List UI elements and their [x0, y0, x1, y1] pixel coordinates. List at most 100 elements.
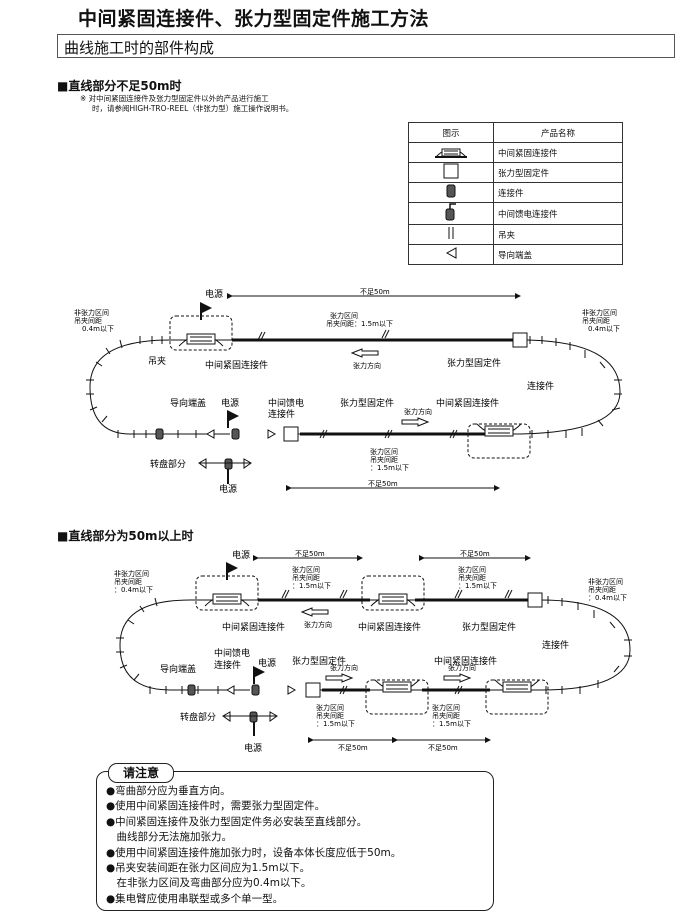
label: 吊夹间距	[588, 585, 616, 594]
tension-fixer-bottom	[283, 426, 299, 442]
caution-item: ●吊夹安装间距在张力区间应为1.5m以下。	[106, 862, 311, 875]
label: 张力区间	[292, 565, 320, 574]
label: 连接件	[214, 659, 241, 671]
label: 吊夹间距	[458, 573, 486, 582]
center-joint-frame-top-a	[195, 575, 259, 611]
label: 吊夹间距	[370, 455, 398, 464]
caution-item: ●弯曲部分应为垂直方向。	[106, 785, 231, 797]
legend-header-icon: 图示	[408, 122, 494, 143]
tension-dir-bottom-arrow-a	[325, 673, 354, 683]
end-cap-icon	[445, 247, 457, 259]
label: 张力型固定件	[292, 655, 346, 667]
label: 非张力区间	[114, 569, 149, 578]
label: 非张力区间	[582, 308, 617, 317]
label: 电源	[219, 483, 237, 495]
label: 不足50m	[460, 550, 490, 558]
caution-item: 曲线部分无法施加张力。	[106, 831, 232, 844]
connector-marks	[187, 684, 260, 723]
diagram-short-straight: 电源 电源 电源 非张力区间 吊夹间距 0.4m以下 非张力区间 吊夹间距 0.…	[74, 288, 622, 495]
tension-fixer-top	[527, 592, 543, 608]
legend-icon-cell	[408, 244, 494, 265]
center-joint-top-a	[204, 593, 250, 607]
caution-item: 在非张力区间及弯曲部分应为0.4m以下。	[106, 877, 312, 890]
connector-marks	[155, 428, 240, 470]
label: 张力方向	[448, 663, 476, 672]
tension-fixer-bottom	[305, 682, 321, 698]
legend-icon-cell	[408, 202, 494, 225]
label: ：1.5m以下	[370, 464, 409, 472]
label: 转盘部分	[150, 458, 186, 470]
diagram-long-straight: 电源 电源 电源 非张力区间 吊夹间距 ：0.4m以下 非张力区间 吊夹间距 ：…	[114, 549, 632, 754]
legend-name: 连接件	[493, 182, 623, 203]
power-top-icon	[227, 568, 236, 580]
label: 张力区间	[370, 447, 398, 456]
center-joint-frame-top-b	[361, 575, 425, 611]
label: 张力区间	[432, 703, 460, 712]
label: 非张力区间	[74, 308, 109, 317]
label: 吊夹间距	[582, 316, 610, 325]
label: 导向端盖	[170, 397, 206, 409]
label: 张力区间	[330, 311, 358, 320]
center-joint-frame-bottom-b	[485, 679, 549, 715]
power-top-icon	[201, 308, 210, 320]
center-joint-frame-bottom-a	[365, 679, 429, 715]
label: 中间馈电	[268, 397, 304, 409]
legend-icon-cell	[408, 142, 494, 163]
legend-name: 中间馈电连接件	[493, 202, 623, 225]
label: 不足50m	[368, 480, 398, 488]
label: 张力方向	[353, 361, 381, 370]
label: ：1.5m以下	[316, 720, 355, 728]
tension-dir-top-arrow	[350, 348, 379, 358]
label: 不足50m	[428, 744, 458, 752]
label: 连接件	[542, 639, 569, 651]
caution-item: ●使用中间紧固连接件施加张力时，设备本体长度应低于50m。	[106, 846, 402, 859]
caution-box	[96, 771, 494, 911]
end-cap-marks	[198, 429, 277, 469]
label: 张力型固定件	[340, 397, 394, 409]
label: 吊夹间距：1.5m以下	[326, 319, 393, 328]
page-title: 中间紧固连接件、张力型固定件施工方法	[78, 8, 430, 30]
label: 张力型固定件	[462, 621, 516, 633]
label: ：0.4m以下	[114, 586, 153, 594]
label: 中间馈电	[214, 647, 250, 659]
label: 吊夹间距	[432, 711, 460, 720]
label: ：1.5m以下	[432, 720, 471, 728]
label: 连接件	[527, 380, 554, 392]
label: 电源	[244, 742, 262, 754]
label: 转盘部分	[180, 711, 216, 723]
note-line-1: ※ 对中间紧固连接件及张力型固定件以外的产品进行施工	[80, 94, 269, 103]
center-joint-frame-top	[169, 315, 233, 351]
label: 电源	[205, 288, 223, 300]
power-mid-icon	[254, 672, 263, 684]
hanger-marks	[116, 589, 632, 695]
label: 中间紧固连接件	[222, 621, 285, 633]
legend-icon-cell	[408, 224, 494, 245]
label: 不足50m	[360, 288, 390, 296]
tension-fixer-icon	[443, 163, 459, 179]
caution-item: ●集电臂应使用串联型或多个单一型。	[106, 892, 284, 905]
label: 张力型固定件	[447, 357, 501, 369]
connector-icon	[446, 184, 456, 198]
legend-name: 导向端盖	[493, 244, 623, 265]
label: 中间紧固连接件	[434, 655, 497, 667]
legend-name: 吊夹	[493, 224, 623, 245]
label: 吊夹	[148, 355, 166, 367]
tension-fixer-top	[512, 332, 528, 348]
label: 0.4m以下	[82, 325, 114, 333]
legend-table: 图示 产品名称 中间紧固连接件 张力型固定件 连接件 中间馈电连接件	[408, 122, 623, 265]
label: 电源	[258, 657, 276, 669]
tension-dir-top-arrow	[300, 607, 329, 617]
caution-item: ●使用中间紧固连接件时，需要张力型固定件。	[106, 800, 326, 813]
label: 非张力区间	[588, 577, 623, 586]
hanger-marks	[86, 329, 622, 439]
legend-name: 张力型固定件	[493, 162, 623, 183]
section2-heading: ■直线部分为50m以上时	[57, 529, 194, 543]
label: 张力方向	[304, 620, 332, 629]
label: 电源	[232, 549, 250, 561]
label: ：1.5m以下	[292, 582, 331, 590]
label: 中间紧固连接件	[358, 621, 421, 633]
section1-heading: ■直线部分不足50m时	[57, 79, 182, 93]
center-joint-icon	[435, 148, 467, 158]
label: 张力区间	[458, 565, 486, 574]
label: 张力方向	[330, 663, 358, 672]
